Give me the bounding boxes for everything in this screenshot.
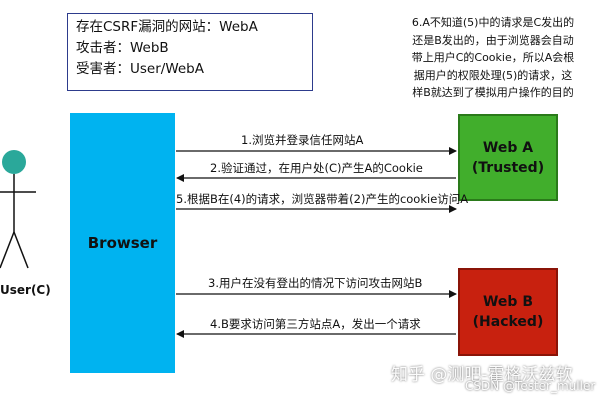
- message-5: 5.根据B在(4)的请求，浏览器带着(2)产生的cookie访问A: [176, 192, 469, 206]
- web-b-subtitle: (Hacked): [472, 314, 544, 330]
- info-box: 存在CSRF漏洞的网站：WebA 攻击者：WebB 受害者：User/WebA: [67, 13, 313, 91]
- note-line: 带上用户C的Cookie，所以A会根: [411, 51, 575, 64]
- note-line: 据用户的权限处理(5)的请求，这: [413, 68, 573, 82]
- browser-box: Browser: [70, 113, 175, 373]
- note-line: 6.A不知道(5)中的请求是C发出的: [411, 16, 575, 29]
- web-b-box: Web B (Hacked): [458, 268, 558, 356]
- web-b-title: Web B: [482, 294, 533, 310]
- note-line: 样B就达到了模拟用户操作的目的: [412, 86, 574, 99]
- watermark-zhihu: 知乎 @测吧-霍格沃兹软: [391, 365, 573, 385]
- message-3: 3.用户在没有登出的情况下访问攻击网站B: [208, 276, 423, 290]
- info-vulnerable-site: 存在CSRF漏洞的网站：WebA: [76, 19, 258, 35]
- web-a-subtitle: (Trusted): [471, 159, 545, 176]
- user-stick-figure: [0, 150, 36, 269]
- info-victim: 受害者：User/WebA: [76, 61, 204, 77]
- web-a-title: Web A: [482, 139, 534, 156]
- user-label: User(C): [0, 283, 51, 297]
- note-line: 还是B发出的，由于浏览器会自动: [412, 33, 574, 47]
- info-attacker: 攻击者：WebB: [76, 40, 169, 56]
- watermark-csdn: CSDN @Tester_muller: [465, 379, 596, 393]
- message-2: 2.验证通过，在用户处(C)产生A的Cookie: [210, 161, 423, 175]
- note-step-6: 6.A不知道(5)中的请求是C发出的 还是B发出的，由于浏览器会自动 带上用户C…: [393, 14, 593, 102]
- web-a-box: Web A (Trusted): [458, 114, 558, 201]
- message-1: 1.浏览并登录信任网站A: [241, 133, 364, 147]
- user-head: [2, 150, 26, 174]
- browser-label: Browser: [87, 234, 158, 252]
- message-4: 4.B要求访问第三方站点A，发出一个请求: [210, 317, 421, 331]
